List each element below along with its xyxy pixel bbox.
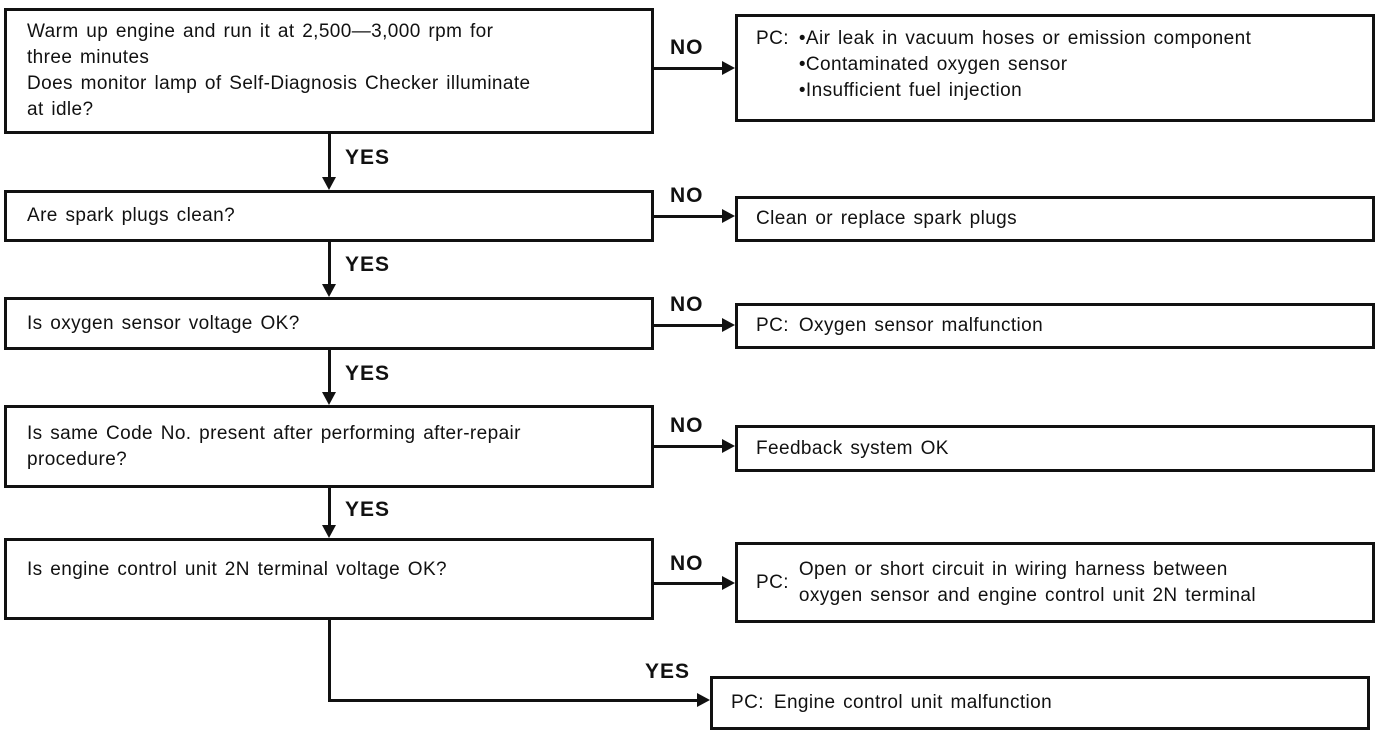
arrow-right-icon — [722, 318, 735, 332]
yes-label: YES — [345, 253, 391, 276]
arrow-right-icon — [722, 209, 735, 223]
yes-label: YES — [345, 498, 391, 521]
result-text: Feedback system OK — [756, 437, 949, 459]
arrow-right-icon — [722, 61, 735, 75]
no-connector-line — [652, 324, 726, 327]
pc-prefix: PC: — [731, 692, 764, 713]
yes-label: YES — [345, 146, 391, 169]
no-label: NO — [670, 414, 704, 437]
yes-connector-line — [328, 699, 700, 702]
result-text: Engine control unit malfunction — [773, 692, 1053, 713]
no-label: NO — [670, 552, 704, 575]
result-text: Open or short circuit in wiring harness … — [798, 558, 1257, 606]
possible-cause-item: •Contaminated oxygen sensor — [798, 54, 1068, 75]
decision-box-2n-terminal-voltage: Is engine control unit 2N terminal volta… — [4, 538, 654, 620]
arrow-down-icon — [322, 392, 336, 405]
arrow-right-icon — [697, 693, 710, 707]
yes-label: YES — [645, 660, 691, 683]
pc-prefix: PC: — [756, 571, 789, 593]
result-box-oxygen-sensor-malfunction: PC: Oxygen sensor malfunction — [735, 303, 1375, 349]
yes-connector-line — [328, 134, 331, 182]
yes-label: YES — [345, 362, 391, 385]
result-text: Oxygen sensor malfunction — [798, 315, 1044, 336]
decision-text: Warm up engine and run it at 2,500—3,000… — [27, 21, 531, 120]
no-label: NO — [670, 184, 704, 207]
decision-text: Is engine control unit 2N terminal volta… — [27, 559, 447, 580]
decision-box-same-code-present: Is same Code No. present after performin… — [4, 405, 654, 488]
pc-prefix: PC: — [756, 315, 789, 336]
no-connector-line — [652, 582, 726, 585]
result-box-possible-causes: PC: •Air leak in vacuum hoses or emissio… — [735, 14, 1375, 122]
arrow-down-icon — [322, 525, 336, 538]
no-connector-line — [652, 215, 726, 218]
result-text: Clean or replace spark plugs — [756, 208, 1018, 229]
no-label: NO — [670, 36, 704, 59]
yes-connector-line — [328, 488, 331, 530]
result-box-feedback-system-ok: Feedback system OK — [735, 425, 1375, 472]
arrow-down-icon — [322, 177, 336, 190]
decision-box-oxygen-sensor-voltage: Is oxygen sensor voltage OK? — [4, 297, 654, 350]
yes-connector-line — [328, 242, 331, 288]
decision-box-warm-up-engine: Warm up engine and run it at 2,500—3,000… — [4, 8, 654, 134]
arrow-right-icon — [722, 439, 735, 453]
decision-text: Is same Code No. present after performin… — [27, 422, 521, 470]
yes-connector-line — [328, 350, 331, 396]
possible-cause-item: •Insufficient fuel injection — [798, 80, 1023, 101]
possible-cause-item: •Air leak in vacuum hoses or emission co… — [798, 28, 1252, 49]
no-connector-line — [652, 67, 726, 70]
possible-cause-list: •Air leak in vacuum hoses or emission co… — [799, 26, 1251, 104]
yes-connector-line — [328, 620, 331, 702]
result-box-engine-control-unit-malfunction: PC: Engine control unit malfunction — [710, 676, 1370, 730]
decision-text: Is oxygen sensor voltage OK? — [27, 312, 300, 334]
no-connector-line — [652, 445, 726, 448]
arrow-right-icon — [722, 576, 735, 590]
pc-prefix: PC: — [756, 28, 789, 49]
result-box-wiring-harness-circuit: PC: Open or short circuit in wiring harn… — [735, 542, 1375, 623]
arrow-down-icon — [322, 284, 336, 297]
no-label: NO — [670, 293, 704, 316]
decision-box-spark-plugs: Are spark plugs clean? — [4, 190, 654, 242]
decision-text: Are spark plugs clean? — [27, 205, 236, 226]
result-box-clean-spark-plugs: Clean or replace spark plugs — [735, 196, 1375, 242]
